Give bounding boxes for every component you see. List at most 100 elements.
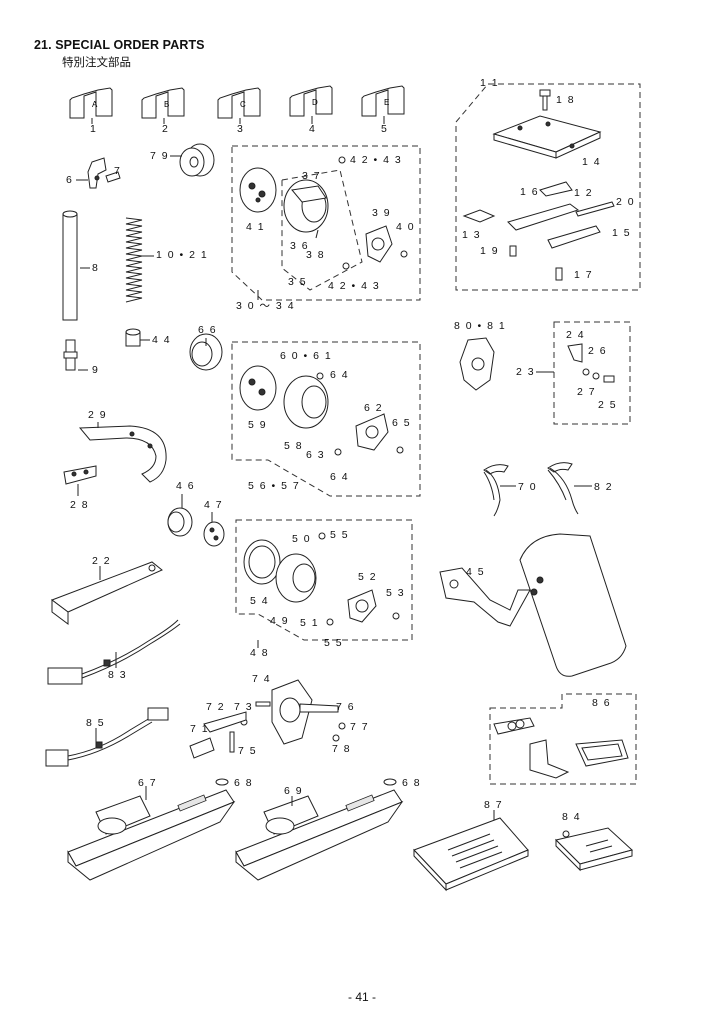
bracket-71 <box>189 737 215 759</box>
label-15: 1 5 <box>612 227 632 239</box>
label-59: 5 9 <box>248 419 268 431</box>
nut-44 <box>125 328 141 347</box>
label-71: 7 1 <box>190 723 210 735</box>
label-46: 4 6 <box>176 480 196 492</box>
label-37: 3 7 <box>302 170 322 182</box>
plate-14 <box>492 115 602 159</box>
part-46 <box>167 507 193 537</box>
thread-guide-80-81 <box>459 337 495 391</box>
label-62: 6 2 <box>364 402 384 414</box>
label-40: 4 0 <box>396 221 416 233</box>
plate-28 <box>63 465 97 485</box>
label-8: 8 <box>92 262 100 274</box>
label-76: 7 6 <box>336 701 356 713</box>
label-80-81: 8 0 • 8 1 <box>454 320 507 332</box>
label-13: 1 3 <box>462 229 482 241</box>
label-23: 2 3 <box>516 366 536 378</box>
plate-letter-b: B <box>164 100 169 109</box>
plate-letter-d: D <box>312 98 318 107</box>
label-25: 2 5 <box>598 399 618 411</box>
label-36: 3 6 <box>290 240 310 252</box>
label-69: 6 9 <box>284 785 304 797</box>
label-77: 7 7 <box>350 721 370 733</box>
gauge-plate-2 <box>141 87 185 119</box>
cam-54 <box>243 539 281 585</box>
label-42-43-top: 4 2 • 4 3 <box>350 154 403 166</box>
label-35: 3 5 <box>288 276 308 288</box>
label-16: 1 6 <box>520 186 540 198</box>
label-51: 5 1 <box>300 617 320 629</box>
pulley-79 <box>179 143 215 177</box>
presser-foot-67 <box>67 778 236 881</box>
plate-letter-a: A <box>92 100 98 109</box>
label-44: 4 4 <box>152 334 172 346</box>
label-3: 3 <box>237 123 245 135</box>
label-4: 4 <box>309 123 317 135</box>
label-84: 8 4 <box>562 811 582 823</box>
part-47 <box>203 521 225 547</box>
guard-70 <box>483 464 509 517</box>
label-85: 8 5 <box>86 717 106 729</box>
hook-49 <box>275 553 317 603</box>
label-39: 3 9 <box>372 207 392 219</box>
throat-plate-87 <box>413 817 529 892</box>
label-75: 7 5 <box>238 745 258 757</box>
page-subtitle: 特別注文部品 <box>62 57 131 69</box>
label-65: 6 5 <box>392 417 412 429</box>
label-27: 2 7 <box>577 386 597 398</box>
gauge-plate-4 <box>289 85 333 117</box>
presser-foot-69 <box>235 778 404 881</box>
label-30-34: 3 0 ～ 3 4 <box>236 300 296 312</box>
hook-24 <box>567 343 583 363</box>
label-73: 7 3 <box>234 701 254 713</box>
cam-59 <box>239 365 277 411</box>
label-66: 6 6 <box>198 324 218 336</box>
bobbin-case-52 <box>347 589 377 623</box>
label-82: 8 2 <box>594 481 614 493</box>
label-56-57: 5 6 • 5 7 <box>248 480 301 492</box>
label-20: 2 0 <box>616 196 636 208</box>
label-26: 2 6 <box>588 345 608 357</box>
label-7: 7 <box>114 165 122 177</box>
label-50: 5 0 <box>292 533 312 545</box>
guard-82 <box>547 462 579 515</box>
label-68-right: 6 8 <box>402 777 422 789</box>
blade-20 <box>575 201 615 217</box>
label-22: 2 2 <box>92 555 112 567</box>
label-64-bottom: 6 4 <box>330 471 350 483</box>
cable-85 <box>45 707 169 767</box>
feed-assembly-76 <box>271 679 339 745</box>
label-74: 7 4 <box>252 673 272 685</box>
page-title: 21. SPECIAL ORDER PARTS <box>34 38 205 52</box>
hook-37 <box>283 179 329 233</box>
plate-letter-c: C <box>240 100 246 109</box>
cam-41 <box>239 167 277 213</box>
label-19: 1 9 <box>480 245 500 257</box>
label-9: 9 <box>92 364 100 376</box>
lever-22 <box>50 561 163 625</box>
label-38: 3 8 <box>306 249 326 261</box>
spring-10-21 <box>125 217 143 303</box>
gauge-plate-1 <box>69 87 113 119</box>
label-72: 7 2 <box>206 701 226 713</box>
label-42-43-bottom: 4 2 • 4 3 <box>328 280 381 292</box>
page-number: - 41 - <box>347 990 376 1004</box>
label-18: 1 8 <box>556 94 576 106</box>
label-86: 8 6 <box>592 697 612 709</box>
label-6: 6 <box>66 174 74 186</box>
bracket-29 <box>78 425 167 483</box>
feed-bar-16 <box>507 181 580 231</box>
label-5: 5 <box>381 123 389 135</box>
presser-86 <box>493 717 629 779</box>
feed-dog-15 <box>547 225 601 249</box>
label-67: 6 7 <box>138 777 158 789</box>
label-58: 5 8 <box>284 440 304 452</box>
label-54: 5 4 <box>250 595 270 607</box>
label-10-21: 1 0 • 2 1 <box>156 249 209 261</box>
label-24: 2 4 <box>566 329 586 341</box>
label-2: 2 <box>162 123 170 135</box>
bobbin-case-62 <box>355 413 389 451</box>
label-52: 5 2 <box>358 571 378 583</box>
label-1: 1 <box>90 123 98 135</box>
label-70: 7 0 <box>518 481 538 493</box>
